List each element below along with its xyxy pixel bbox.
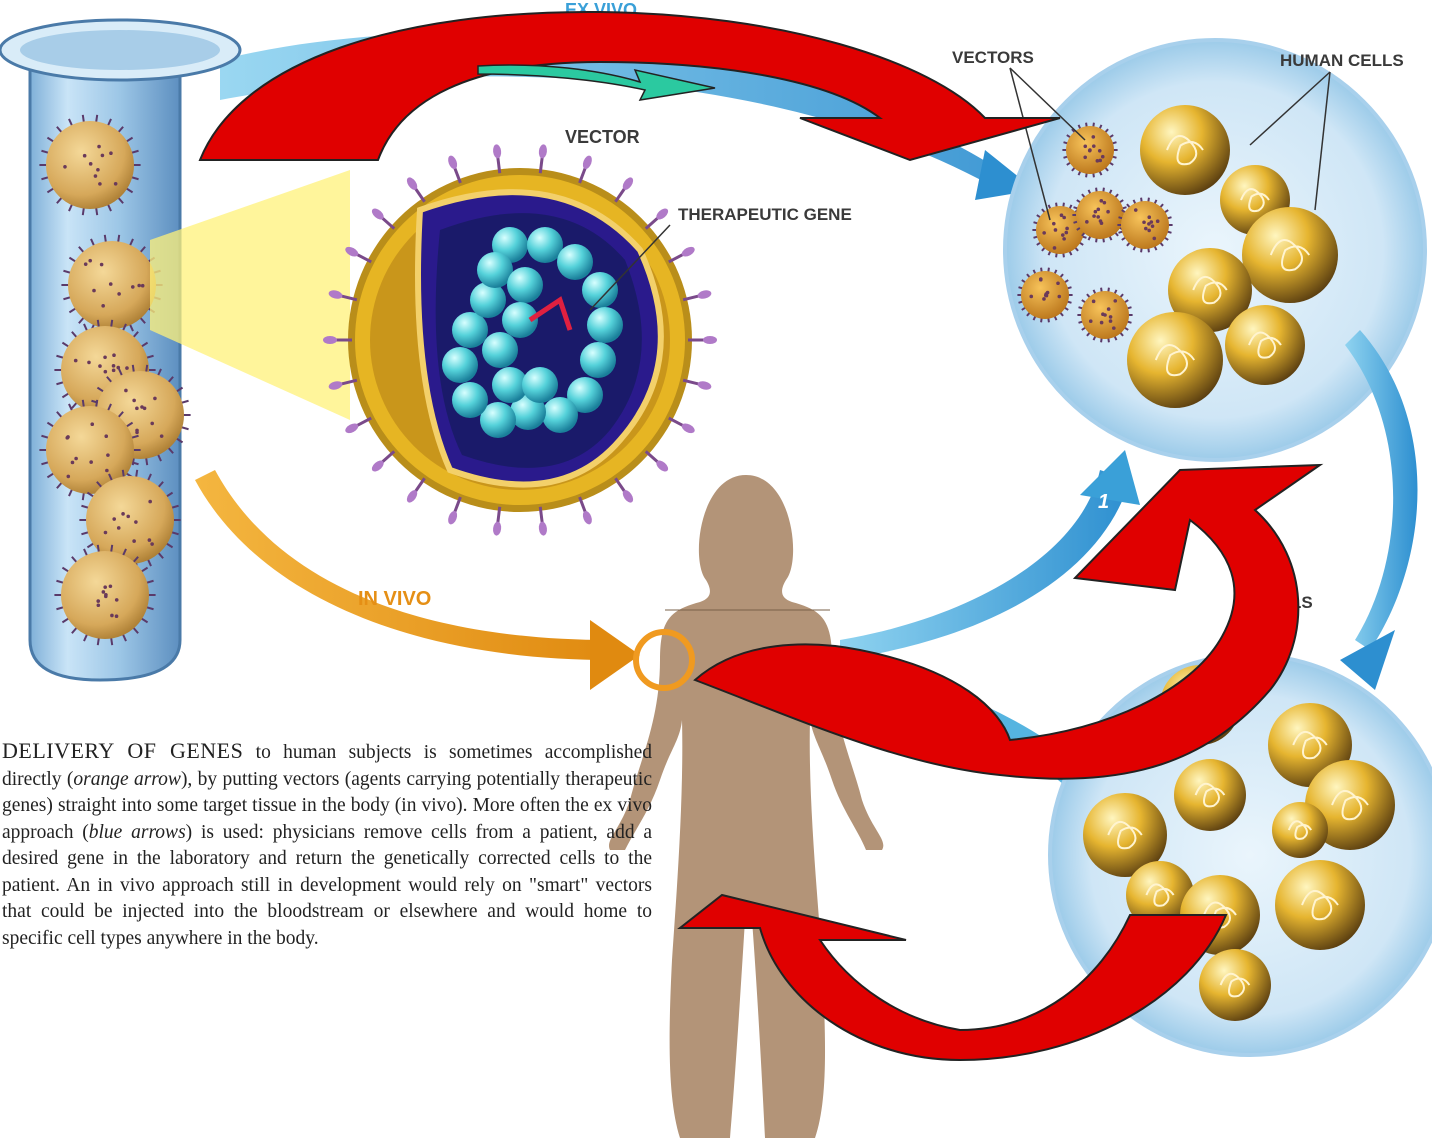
human-cells-label: HUMAN CELLS <box>1280 51 1404 70</box>
spike-tip <box>492 144 502 159</box>
step-1-label: 1 <box>1098 491 1109 513</box>
spike-tip <box>581 510 593 526</box>
spike-tip <box>697 380 713 391</box>
spike-tip <box>492 521 502 536</box>
caption-blue-arrows: blue arrows <box>89 822 186 843</box>
gene-bead <box>542 397 578 433</box>
step-3-label: 3 <box>1372 431 1383 453</box>
gene-bead <box>587 307 623 343</box>
human-cell <box>1127 312 1223 408</box>
spike-tip <box>538 144 548 159</box>
gene-bead <box>522 367 558 403</box>
spike-tip <box>446 510 458 526</box>
gene-bead <box>507 267 543 303</box>
caption-lead: DELIVERY OF GENES <box>2 738 243 763</box>
human-cell <box>1242 207 1338 303</box>
spike-tip <box>703 336 717 344</box>
human-cell <box>1140 105 1230 195</box>
human-cell <box>1225 305 1305 385</box>
corrected-cell <box>1174 759 1246 831</box>
therapeutic-gene-label: THERAPEUTIC GENE <box>678 205 852 224</box>
gene-bead <box>580 342 616 378</box>
gene-bead <box>482 332 518 368</box>
vector-label: VECTOR <box>565 127 640 147</box>
gene-bead <box>452 312 488 348</box>
vectors-label: VECTORS <box>952 48 1034 67</box>
spike-tip <box>680 245 696 259</box>
vector-particle <box>348 168 692 512</box>
spike-tip <box>697 289 713 300</box>
spike-tip <box>344 422 360 436</box>
in-vivo-label: IN VIVO <box>358 588 431 610</box>
spike-tip <box>581 154 593 170</box>
caption-orange-arrow: orange arrow <box>73 769 181 790</box>
corrected-cell <box>1272 802 1328 858</box>
gene-bead <box>557 244 593 280</box>
gene-bead <box>452 382 488 418</box>
spike-tip <box>680 422 696 436</box>
spike-tip <box>538 521 548 536</box>
corrected-cell <box>1275 860 1365 950</box>
gene-bead <box>582 272 618 308</box>
spike-tip <box>323 336 337 344</box>
caption-paragraph: DELIVERY OF GENES to human subjects is s… <box>2 738 652 952</box>
gene-bead <box>442 347 478 383</box>
spike-tip <box>446 154 458 170</box>
gene-bead <box>470 282 506 318</box>
corrected-cell <box>1199 949 1271 1021</box>
